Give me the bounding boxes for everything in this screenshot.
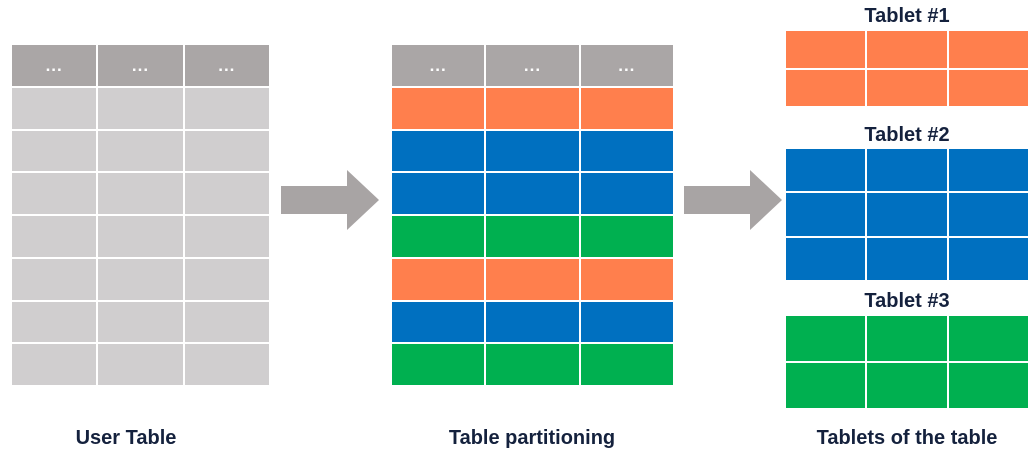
table-cell-gray xyxy=(184,344,269,385)
column-header: ... xyxy=(392,45,485,86)
table-cell-gray xyxy=(184,173,269,215)
table-cell-green xyxy=(867,363,947,408)
table-cell-blue xyxy=(486,301,579,343)
table-cell-green xyxy=(392,344,485,385)
table-cell-gray xyxy=(12,88,97,129)
table-cell-blue xyxy=(786,237,866,280)
table-cell-gray xyxy=(184,258,269,300)
table-cell-green xyxy=(486,216,579,257)
table-cell-gray xyxy=(184,88,269,129)
right-arrow-shape xyxy=(684,170,782,230)
partitioned-table: ......... xyxy=(392,45,673,385)
table-cell-green xyxy=(786,363,866,408)
tablet-title: Tablet #1 xyxy=(864,5,950,27)
table-cell-orange xyxy=(867,31,947,68)
table-cell-blue xyxy=(580,301,673,343)
column-header: ... xyxy=(580,45,673,86)
table-cell-blue xyxy=(486,173,579,215)
table-cell-gray xyxy=(12,301,97,343)
partitioning-caption: Table partitioning xyxy=(448,427,616,449)
right-arrow-icon xyxy=(281,170,381,230)
table-cell-blue xyxy=(392,130,485,172)
tablet-2-table xyxy=(786,149,1028,280)
table-cell-gray xyxy=(98,173,183,215)
table-cell-orange xyxy=(948,69,1028,106)
table-cell-gray xyxy=(12,258,97,300)
table-cell-orange xyxy=(580,88,673,129)
table-cell-gray xyxy=(12,216,97,257)
table-cell-blue xyxy=(486,130,579,172)
table-cell-blue xyxy=(392,301,485,343)
table-cell-gray xyxy=(184,301,269,343)
table-cell-gray xyxy=(98,216,183,257)
table-cell-orange xyxy=(786,31,866,68)
table-cell-orange xyxy=(486,258,579,300)
table-cell-gray xyxy=(12,130,97,172)
table-cell-blue xyxy=(392,173,485,215)
table-cell-green xyxy=(486,344,579,385)
table-cell-green xyxy=(580,216,673,257)
table-cell-orange xyxy=(392,258,485,300)
table-cell-blue xyxy=(948,237,1028,280)
table-cell-blue xyxy=(580,130,673,172)
table-cell-gray xyxy=(98,130,183,172)
tablet-1-table xyxy=(786,31,1028,106)
table-cell-orange xyxy=(580,258,673,300)
table-cell-orange xyxy=(486,88,579,129)
table-cell-gray xyxy=(98,344,183,385)
right-arrow-shape xyxy=(281,170,379,230)
user-table-caption: User Table xyxy=(75,427,177,449)
column-header: ... xyxy=(12,45,97,86)
table-cell-gray xyxy=(184,130,269,172)
table-cell-blue xyxy=(867,237,947,280)
table-cell-gray xyxy=(12,173,97,215)
table-cell-gray xyxy=(184,216,269,257)
table-cell-blue xyxy=(867,193,947,236)
column-header: ... xyxy=(486,45,579,86)
table-cell-orange xyxy=(786,69,866,106)
table-cell-blue xyxy=(948,149,1028,192)
table-cell-blue xyxy=(786,149,866,192)
table-cell-orange xyxy=(392,88,485,129)
user-table: ......... xyxy=(12,45,269,385)
column-header: ... xyxy=(184,45,269,86)
table-cell-gray xyxy=(98,88,183,129)
table-cell-blue xyxy=(948,193,1028,236)
table-cell-blue xyxy=(786,193,866,236)
table-cell-green xyxy=(580,344,673,385)
table-cell-gray xyxy=(98,301,183,343)
right-arrow-icon xyxy=(684,170,784,230)
tablet-title: Tablet #3 xyxy=(864,290,950,312)
table-cell-green xyxy=(867,316,947,361)
table-cell-orange xyxy=(948,31,1028,68)
tablets-caption: Tablets of the table xyxy=(816,427,998,449)
tablet-3-table xyxy=(786,316,1028,408)
table-cell-blue xyxy=(867,149,947,192)
tablet-title: Tablet #2 xyxy=(864,124,950,146)
table-cell-gray xyxy=(12,344,97,385)
table-cell-blue xyxy=(580,173,673,215)
table-cell-green xyxy=(786,316,866,361)
table-cell-green xyxy=(948,363,1028,408)
table-cell-orange xyxy=(867,69,947,106)
table-cell-green xyxy=(948,316,1028,361)
table-cell-gray xyxy=(98,258,183,300)
column-header: ... xyxy=(98,45,183,86)
table-cell-green xyxy=(392,216,485,257)
